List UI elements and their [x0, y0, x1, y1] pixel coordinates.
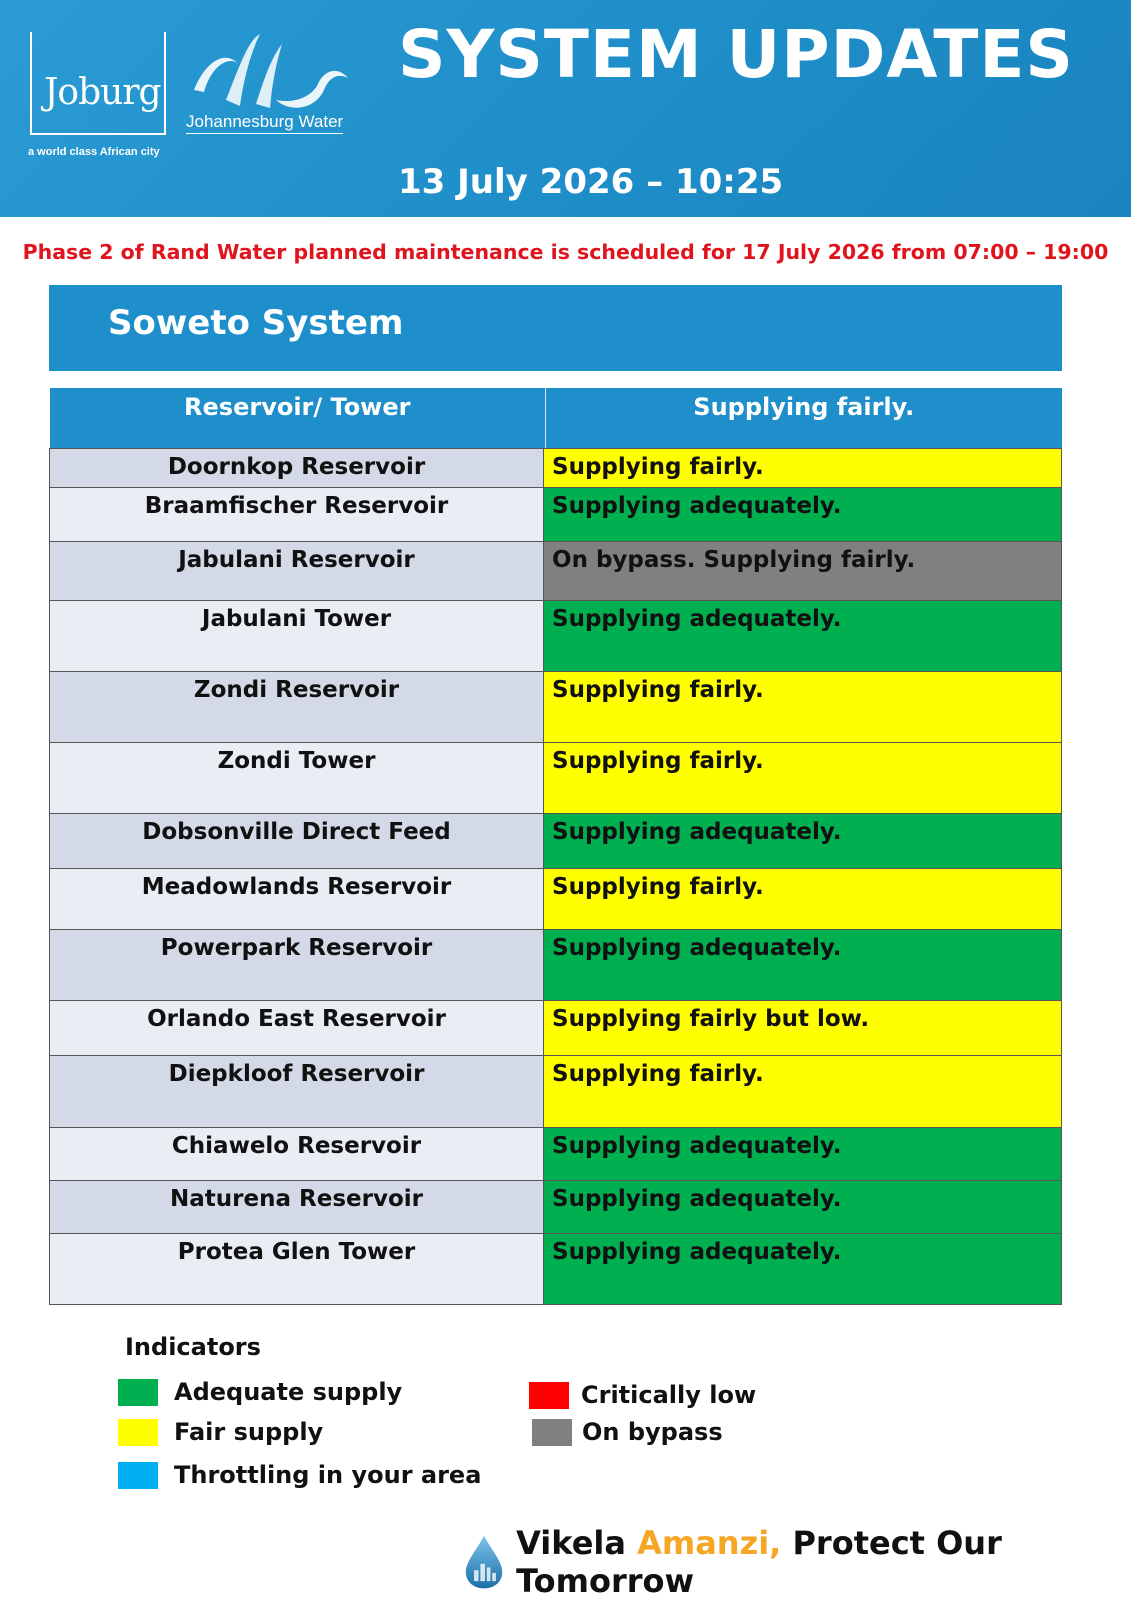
table-row: Meadowlands Reservoir Supplying fairly. — [50, 868, 1061, 929]
indicator-label: On bypass — [582, 1418, 723, 1446]
column-header-reservoir: Reservoir/ Tower — [184, 393, 411, 421]
table-row: Naturena Reservoir Supplying adequately. — [50, 1180, 1061, 1233]
reservoir-name: Chiawelo Reservoir — [50, 1128, 545, 1180]
joburg-logo: Joburg — [44, 72, 162, 113]
page-title: SYSTEM UPDATES — [398, 16, 1074, 93]
supply-status: On bypass. Supplying fairly. — [544, 542, 1061, 600]
fair-swatch — [118, 1418, 158, 1446]
johannesburg-water-logo-icon — [194, 34, 348, 108]
indicator-fair: Fair supply — [118, 1418, 323, 1446]
supply-status: Supplying fairly. — [544, 743, 1061, 813]
johannesburg-water-wordmark: Johannesburg Water — [186, 112, 344, 134]
reservoir-name: Diepkloof Reservoir — [50, 1056, 545, 1127]
footer-slogan: Vikela Amanzi, Protect Our Tomorrow — [464, 1524, 1131, 1600]
column-header-status: Supplying fairly. — [544, 388, 1062, 448]
table-row: Powerpark Reservoir Supplying adequately… — [50, 929, 1061, 1000]
indicator-bypass: On bypass — [532, 1418, 723, 1446]
supply-status: Supplying adequately. — [544, 814, 1061, 868]
supply-status: Supplying adequately. — [544, 1128, 1061, 1180]
water-drop-icon — [465, 1535, 503, 1589]
indicator-label: Critically low — [581, 1381, 757, 1409]
table-row: Zondi Reservoir Supplying fairly. — [50, 671, 1061, 742]
reservoir-name: Jabulani Reservoir — [50, 542, 545, 600]
indicator-throttling: Throttling in your area — [118, 1461, 481, 1489]
table-header: Reservoir/ Tower Supplying fairly. — [49, 388, 1062, 448]
reservoir-name: Powerpark Reservoir — [50, 930, 545, 1000]
header-banner: Joburg a world class African city Johann… — [0, 0, 1131, 217]
supply-status: Supplying adequately. — [544, 930, 1061, 1000]
system-banner: Soweto System — [49, 285, 1062, 371]
table-row: Diepkloof Reservoir Supplying fairly. — [50, 1055, 1061, 1127]
reservoir-name: Zondi Tower — [50, 743, 545, 813]
throttling-swatch — [118, 1461, 158, 1489]
table-row: Zondi Tower Supplying fairly. — [50, 742, 1061, 813]
reservoir-name: Doornkop Reservoir — [50, 449, 545, 487]
indicator-label: Fair supply — [174, 1418, 324, 1446]
slogan-part-protect: Protect Our Tomorrow — [516, 1524, 1002, 1600]
table-row: Jabulani Reservoir On bypass. Supplying … — [50, 541, 1061, 600]
indicator-label: Adequate supply — [174, 1378, 403, 1406]
indicator-adequate: Adequate supply — [118, 1378, 402, 1406]
bypass-swatch — [532, 1418, 572, 1446]
reservoir-name: Braamfischer Reservoir — [50, 488, 545, 541]
supply-status: Supplying adequately. — [544, 601, 1061, 671]
maintenance-notice: Phase 2 of Rand Water planned maintenanc… — [22, 240, 1109, 264]
table-row: Orlando East Reservoir Supplying fairly … — [50, 1000, 1061, 1055]
slogan-part-vikela: Vikela — [516, 1524, 638, 1562]
joburg-logo-frame — [30, 32, 166, 135]
reservoir-name: Meadowlands Reservoir — [50, 869, 545, 929]
system-title: Soweto System — [108, 303, 404, 343]
joburg-tagline: a world class African city — [28, 146, 160, 158]
table-body: Doornkop Reservoir Supplying fairly. Bra… — [49, 448, 1062, 1305]
supply-status: Supplying fairly. — [544, 449, 1061, 487]
table-row: Braamfischer Reservoir Supplying adequat… — [50, 487, 1061, 541]
supply-status: Supplying fairly. — [544, 869, 1061, 929]
reservoir-name: Protea Glen Tower — [50, 1234, 545, 1304]
reservoir-name: Naturena Reservoir — [50, 1181, 545, 1233]
table-row: Jabulani Tower Supplying adequately. — [50, 600, 1061, 671]
supply-status: Supplying fairly but low. — [544, 1001, 1061, 1055]
supply-status: Supplying fairly. — [544, 672, 1061, 742]
update-datetime: 13 July 2026 – 10:25 — [398, 162, 784, 202]
slogan-part-amanzi: Amanzi, — [637, 1524, 782, 1562]
reservoir-name: Orlando East Reservoir — [50, 1001, 545, 1055]
supply-status: Supplying adequately. — [544, 488, 1061, 541]
slogan-text: Vikela Amanzi, Protect Our Tomorrow — [516, 1524, 1131, 1600]
reservoir-name: Jabulani Tower — [50, 601, 545, 671]
table-row: Doornkop Reservoir Supplying fairly. — [50, 448, 1061, 487]
indicators-title: Indicators — [125, 1333, 261, 1361]
adequate-swatch — [118, 1378, 158, 1406]
supply-status: Supplying adequately. — [544, 1234, 1061, 1304]
table-row: Protea Glen Tower Supplying adequately. — [50, 1233, 1061, 1304]
status-table: Reservoir/ Tower Supplying fairly. Doorn… — [49, 388, 1062, 1305]
table-row: Chiawelo Reservoir Supplying adequately. — [50, 1127, 1061, 1180]
reservoir-name: Zondi Reservoir — [50, 672, 545, 742]
table-row: Dobsonville Direct Feed Supplying adequa… — [50, 813, 1061, 868]
indicator-critical: Critically low — [529, 1381, 756, 1409]
reservoir-name: Dobsonville Direct Feed — [50, 814, 545, 868]
indicator-label: Throttling in your area — [174, 1461, 482, 1489]
critical-swatch — [529, 1381, 569, 1409]
supply-status: Supplying adequately. — [544, 1181, 1061, 1233]
supply-status: Supplying fairly. — [544, 1056, 1061, 1127]
